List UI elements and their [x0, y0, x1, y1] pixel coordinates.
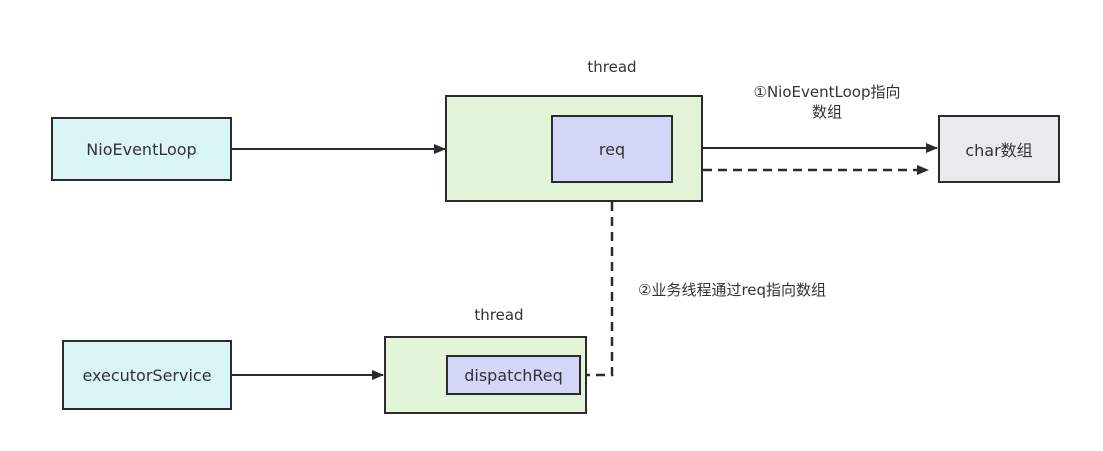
- char-array-node: char数组: [938, 115, 1060, 183]
- nio-points-label: ①NioEventLoop指向 数组: [727, 82, 927, 122]
- executor-service-node: executorService: [62, 340, 232, 410]
- edge-dispatch-to-req-dashed: [581, 183, 617, 377]
- thread-top-label: thread: [587, 58, 637, 76]
- business-thread-label: ②业务线程通过req指向数组: [638, 281, 827, 299]
- req-node: req: [551, 115, 673, 183]
- char-array-label: char数组: [965, 141, 1033, 160]
- nio-event-loop-label: NioEventLoop: [86, 139, 197, 159]
- nio-event-loop-node: NioEventLoop: [51, 117, 232, 181]
- dispatch-req-label: dispatchReq: [464, 365, 563, 385]
- dispatch-req-node: dispatchReq: [446, 355, 581, 395]
- req-label: req: [598, 139, 626, 159]
- nio-points-label-line2: 数组: [811, 103, 842, 121]
- executor-service-label: executorService: [82, 365, 212, 385]
- nio-points-label-line1: ①NioEventLoop指向: [753, 83, 901, 101]
- thread-bottom-label: thread: [474, 306, 524, 324]
